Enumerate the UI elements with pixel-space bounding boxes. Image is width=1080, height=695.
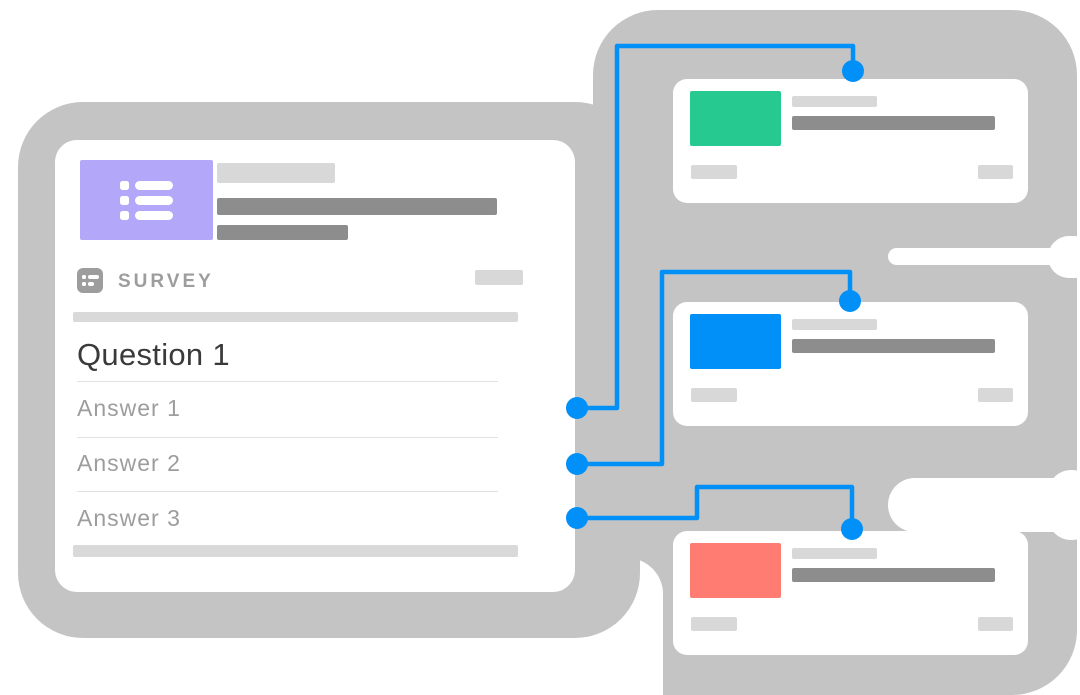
divider xyxy=(77,381,498,382)
placeholder-text xyxy=(792,116,995,130)
placeholder-footer-right xyxy=(978,165,1013,179)
placeholder-footer-left xyxy=(691,617,737,631)
divider xyxy=(77,437,498,438)
divider xyxy=(77,491,498,492)
placeholder-text xyxy=(792,568,995,582)
survey-type-label: SURVEY xyxy=(118,271,214,292)
answer-row-1[interactable]: Answer 1 xyxy=(77,395,181,421)
section-bar-bottom xyxy=(73,545,518,557)
placeholder-footer-right xyxy=(978,388,1013,402)
placeholder-text-long xyxy=(217,198,497,215)
blob-slot-2-end xyxy=(1048,470,1080,540)
branch-accent-green xyxy=(690,91,781,146)
placeholder-footer-left xyxy=(691,165,737,179)
answer-row-2[interactable]: Answer 2 xyxy=(77,450,181,476)
survey-card: SURVEY Question 1 Answer 1 Answer 2 Answ… xyxy=(55,140,575,592)
branch-card-3[interactable] xyxy=(673,531,1028,655)
placeholder-text xyxy=(792,339,995,353)
branch-card-2[interactable] xyxy=(673,302,1028,426)
placeholder-title xyxy=(792,548,877,559)
question-title: Question 1 xyxy=(77,337,230,372)
section-bar-top xyxy=(73,312,518,322)
branch-accent-red xyxy=(690,543,781,598)
placeholder-survey-right xyxy=(475,270,523,285)
placeholder-footer-right xyxy=(978,617,1013,631)
list-icon xyxy=(120,180,173,220)
placeholder-title xyxy=(217,163,335,183)
branch-card-1[interactable] xyxy=(673,79,1028,203)
placeholder-text-short xyxy=(217,225,348,240)
blob-slot-1 xyxy=(888,248,1080,265)
answer-row-3[interactable]: Answer 3 xyxy=(77,505,181,531)
placeholder-title xyxy=(792,96,877,107)
placeholder-title xyxy=(792,319,877,330)
placeholder-footer-left xyxy=(691,388,737,402)
blob-slot-1-end xyxy=(1048,236,1080,278)
survey-icon xyxy=(77,268,103,293)
question-type-thumbnail xyxy=(80,160,213,240)
branch-accent-blue xyxy=(690,314,781,369)
